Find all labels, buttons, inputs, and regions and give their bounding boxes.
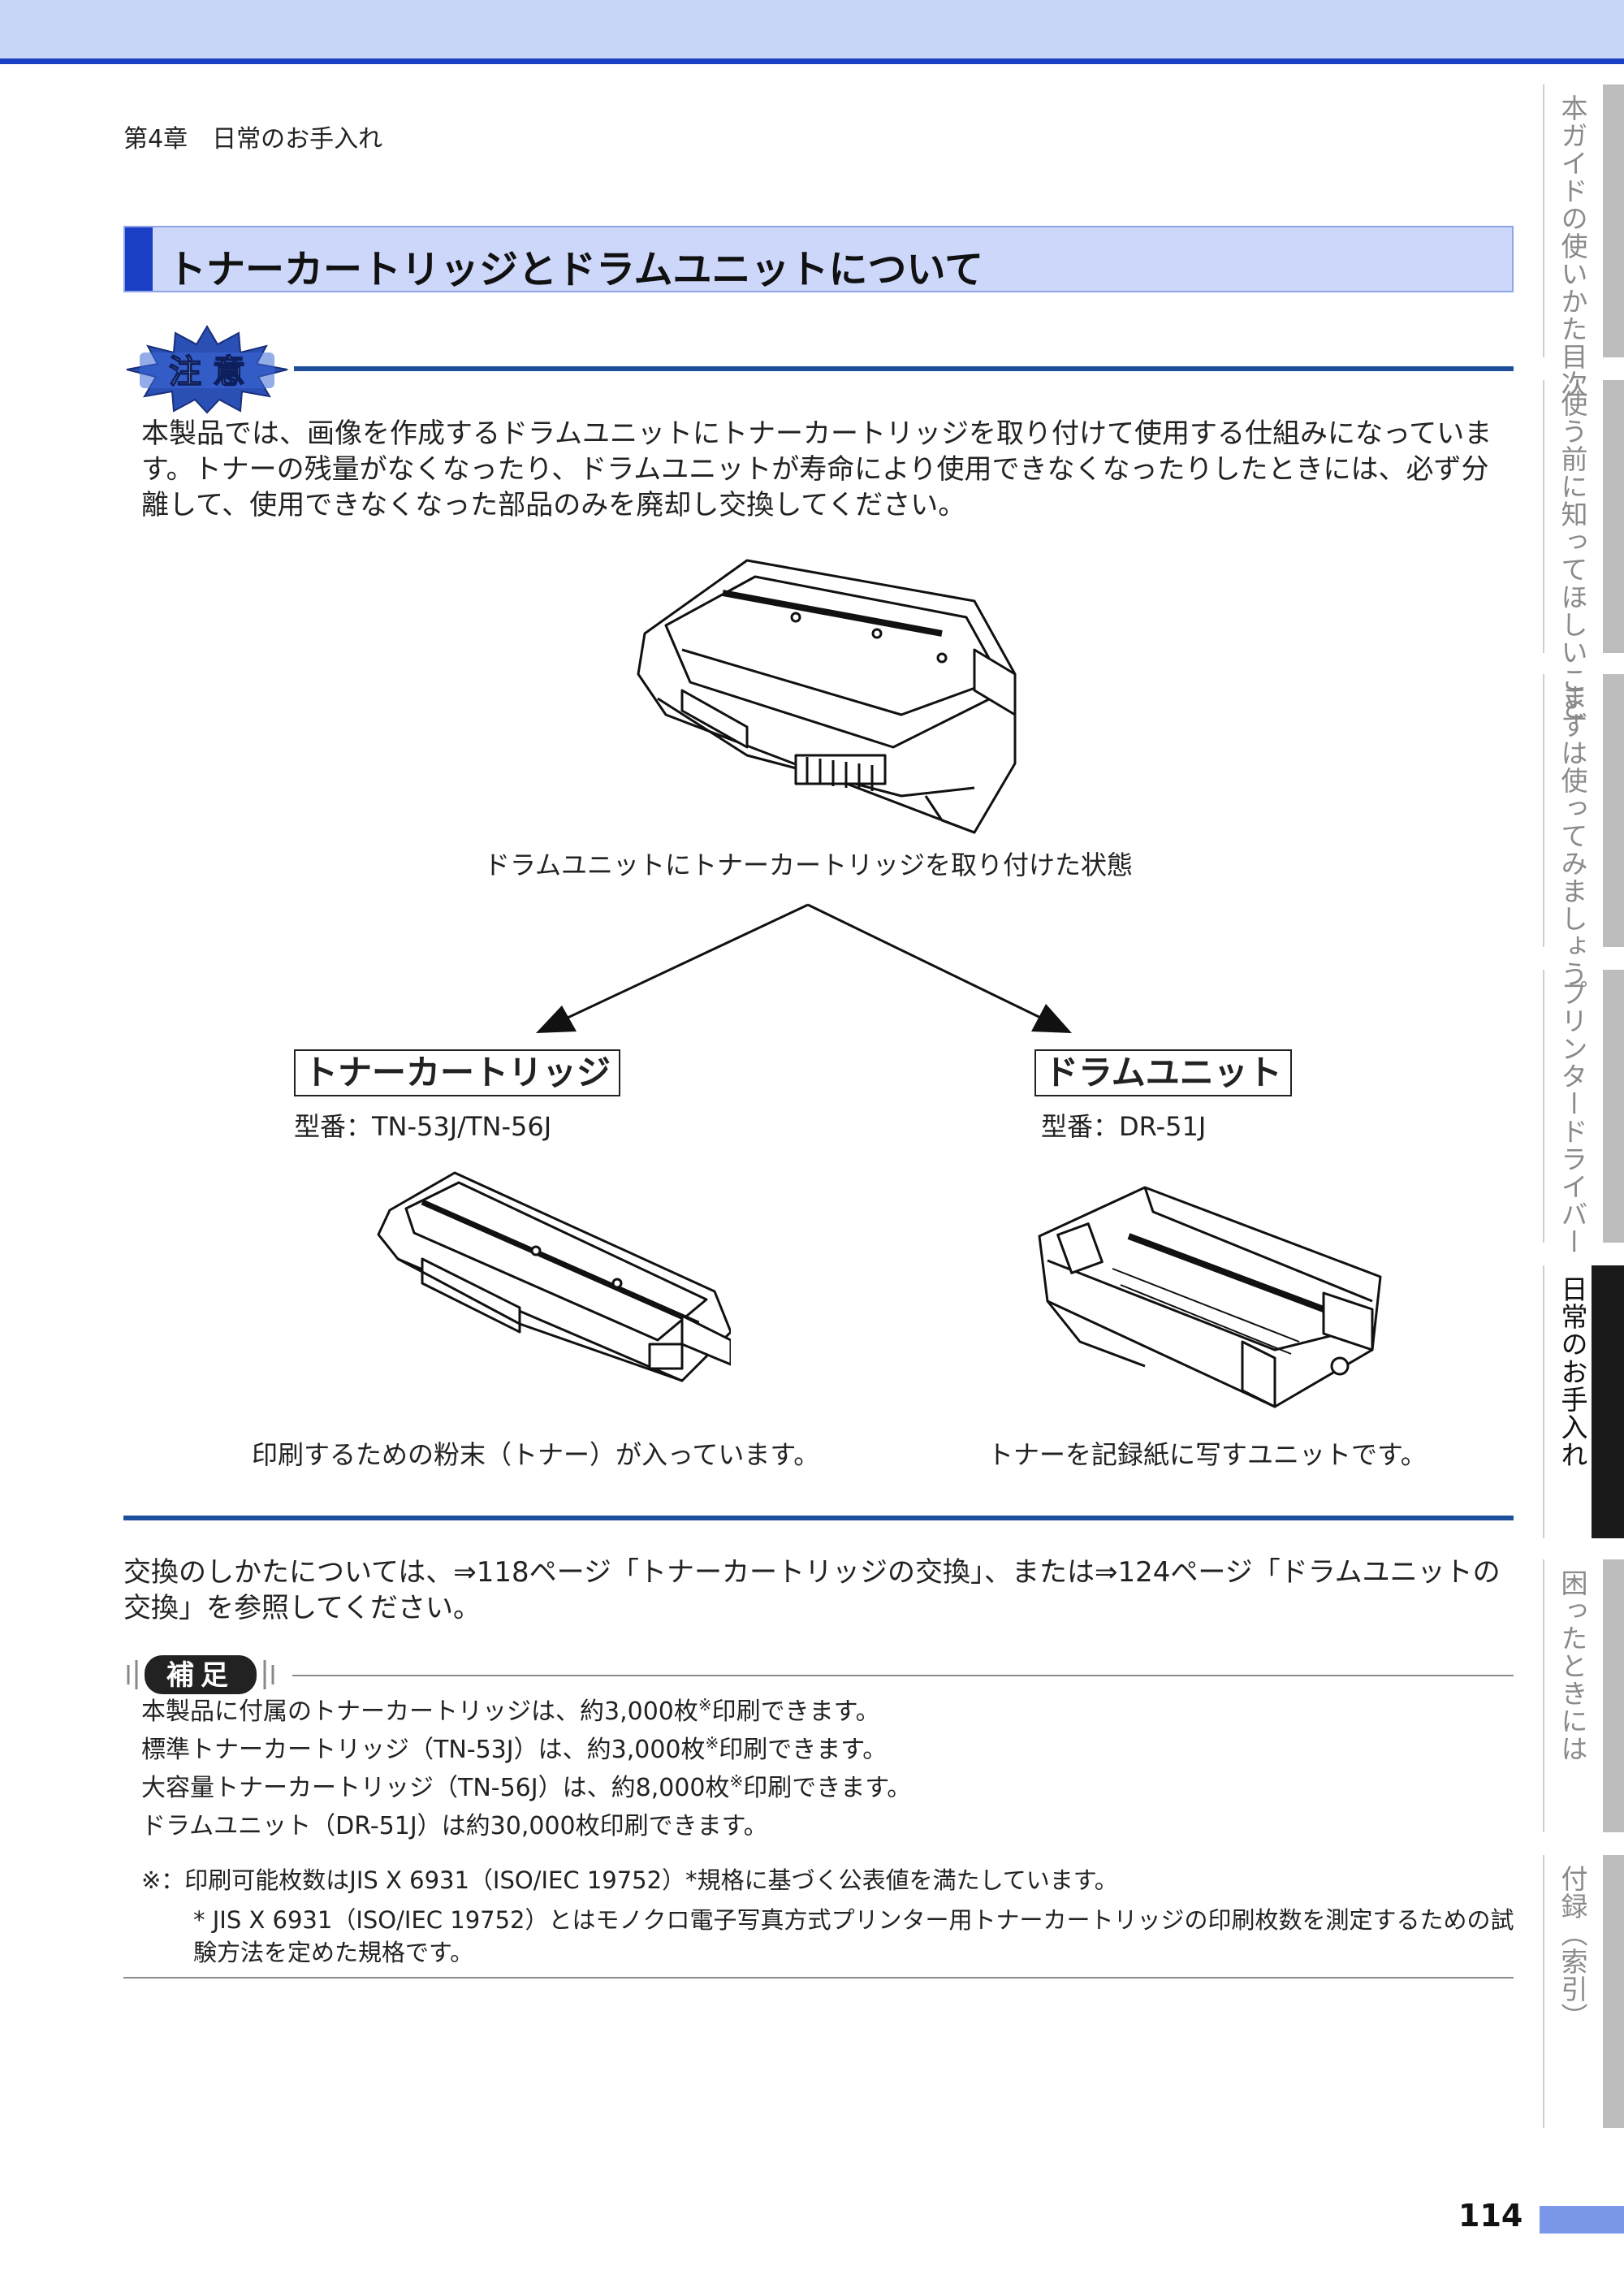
combined-unit-illustration xyxy=(633,552,1023,848)
supplement-tag-icon: 補足 xyxy=(127,1655,274,1694)
top-rule xyxy=(0,58,1624,64)
caution-badge: 注 意 xyxy=(122,325,292,417)
supplement-line: ドラムユニット（DR-51J）は約30,000枚印刷できます。 xyxy=(141,1812,768,1840)
supplement-notes: 本製品に付属のトナーカートリッジは、約3,000枚※印刷できます。 標準トナーカ… xyxy=(141,1693,1514,1845)
supplement-line: 標準トナーカートリッジ（TN-53J）は、約3,000枚※印刷できます。 xyxy=(141,1733,888,1764)
side-tab-label: 日常のお手入れ xyxy=(1557,1275,1588,1468)
side-tab-label: まずは使ってみましょう xyxy=(1557,684,1588,988)
side-tab-guide-contents[interactable]: 本ガイドの使いかた目次 xyxy=(1543,84,1624,398)
caution-text: 本製品では、画像を作成するドラムユニットにトナーカートリッジを取り付けて使用する… xyxy=(141,417,1492,521)
toner-cartridge-illustration xyxy=(374,1170,732,1392)
arrow-right-head xyxy=(1031,1004,1072,1033)
side-tab-label: プリンタードライバー xyxy=(1557,980,1588,1256)
supplement-badge-label: 補足 xyxy=(166,1659,235,1692)
top-band xyxy=(0,0,1624,58)
drum-label: ドラムユニット xyxy=(1034,1049,1292,1096)
section-title-accent xyxy=(125,227,153,291)
side-tab-before-use[interactable]: 使う前に知ってほしいこと xyxy=(1543,380,1624,721)
supplement-line: 本製品に付属のトナーカートリッジは、約3,000枚※印刷できます。 xyxy=(141,1695,880,1726)
drum-unit-illustration xyxy=(1031,1179,1389,1418)
side-tab-label: 本ガイドの使いかた目次 xyxy=(1557,94,1588,398)
toner-model: 型番：TN-53J/TN-56J xyxy=(294,1111,552,1142)
caution-burst-icon: 注 意 xyxy=(126,325,288,414)
drum-caption: トナーを記録紙に写すユニットです。 xyxy=(987,1439,1427,1470)
toner-caption: 印刷するための粉末（トナー）が入っています。 xyxy=(252,1439,820,1470)
page-number: 114 xyxy=(1458,2198,1523,2234)
caution-rule xyxy=(294,366,1514,371)
section-title: トナーカートリッジとドラムユニットについて xyxy=(167,247,984,292)
supplement-badge: 補足 xyxy=(123,1652,286,1701)
side-tab-label: 付録（索引） xyxy=(1557,1865,1588,2030)
arrow-left-head xyxy=(536,1005,577,1033)
footnote-print-count: ※：印刷可能枚数はJIS X 6931（ISO/IEC 19752）*規格に基づ… xyxy=(141,1866,1118,1894)
split-arrows xyxy=(536,903,1072,1033)
caution-badge-label: 注 意 xyxy=(169,353,245,391)
chapter-heading: 第4章 日常のお手入れ xyxy=(123,125,383,154)
figure-bottom-rule xyxy=(123,1516,1514,1520)
toner-label: トナーカートリッジ xyxy=(294,1049,621,1096)
side-tab-label: 使う前に知ってほしいこと xyxy=(1557,390,1588,721)
supplement-bottom-rule xyxy=(123,1977,1514,1978)
drum-model: 型番：DR-51J xyxy=(1041,1111,1207,1142)
side-tab-troubleshooting[interactable]: 困ったときには xyxy=(1543,1559,1624,1832)
supplement-line: 大容量トナーカートリッジ（TN-56J）は、約8,000枚※印刷できます。 xyxy=(141,1771,912,1802)
side-tab-daily-maintenance[interactable]: 日常のお手入れ xyxy=(1543,1265,1624,1538)
replacement-reference-text: 交換のしかたについては、⇒118ページ「トナーカートリッジの交換」、または⇒12… xyxy=(123,1556,1501,1624)
section-title-bar: トナーカートリッジとドラムユニットについて xyxy=(123,226,1514,292)
page-number-bar xyxy=(1540,2206,1624,2234)
side-tab-printer-driver[interactable]: プリンタードライバー xyxy=(1543,970,1624,1256)
side-tab-label: 困ったときには xyxy=(1557,1569,1588,1762)
supplement-rule xyxy=(292,1675,1514,1676)
footnote-jis-standard: * JIS X 6931（ISO/IEC 19752）とはモノクロ電子写真方式プ… xyxy=(193,1906,1514,1966)
side-tab-appendix[interactable]: 付録（索引） xyxy=(1543,1855,1624,2128)
combined-caption: ドラムユニットにトナーカートリッジを取り付けた状態 xyxy=(484,850,1134,880)
side-tab-getting-started[interactable]: まずは使ってみましょう xyxy=(1543,674,1624,988)
